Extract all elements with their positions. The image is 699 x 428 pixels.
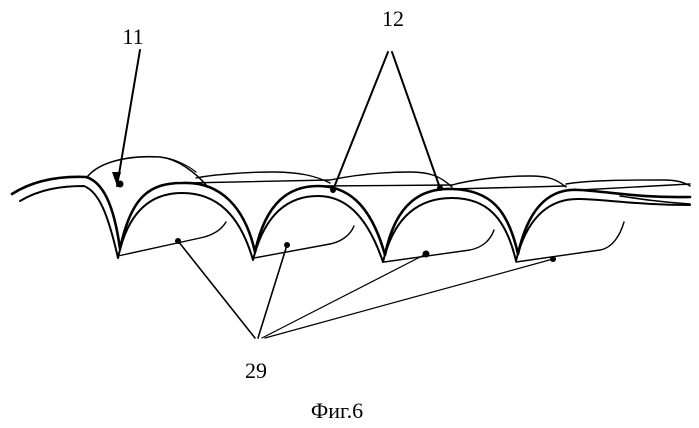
leader-12b (392, 52, 440, 188)
leader-12a (333, 52, 388, 190)
leader-11 (117, 50, 140, 186)
callout-label-12: 12 (382, 6, 404, 31)
leader-29c (262, 254, 426, 338)
callout-label-29: 29 (245, 358, 267, 383)
front-profile-inner (20, 186, 690, 262)
leader-29a (178, 241, 255, 338)
leader-29d (265, 259, 553, 338)
leader-29b (258, 245, 287, 338)
callout-label-11: 11 (122, 24, 143, 49)
trough-bottom-1 (118, 222, 226, 256)
trough-bottom-4 (516, 222, 624, 262)
back-edge-3 (452, 186, 566, 189)
trough-bottom-3 (384, 230, 494, 262)
trough-bottom-2 (254, 226, 354, 258)
back-edge-1 (186, 180, 330, 183)
back-edge-2 (318, 185, 452, 186)
back-edge-4 (580, 184, 690, 190)
ridge-line-3 (452, 176, 566, 187)
figure-caption: Фиг.6 (311, 398, 363, 423)
